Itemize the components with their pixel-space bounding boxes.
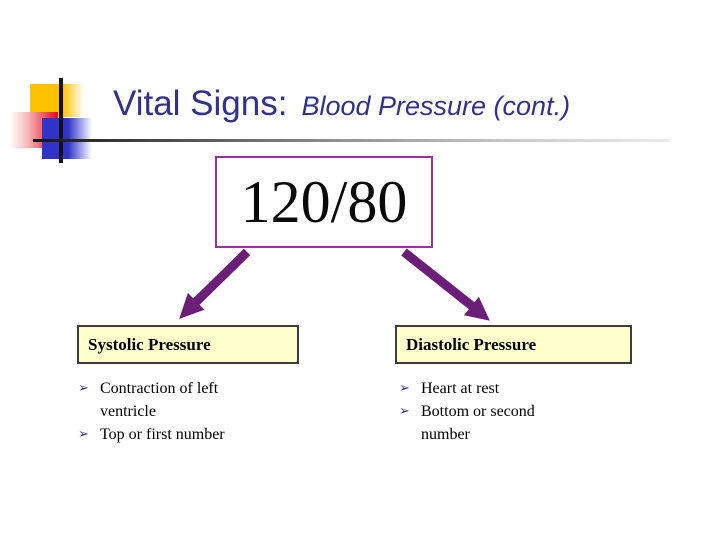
arrow-bullet-icon: ➢ xyxy=(399,381,410,396)
logo-yellow-square xyxy=(30,84,84,117)
arrow-bullet-icon: ➢ xyxy=(78,427,89,442)
systolic-header-label: Systolic Pressure xyxy=(88,334,211,354)
list-item: ➢ Top or first number xyxy=(78,423,263,446)
bullet-text: Contraction of left ventricle xyxy=(100,380,219,420)
bullet-text: Top or first number xyxy=(100,426,225,443)
diastolic-bullet-list: ➢ Heart at rest ➢ Bottom or second numbe… xyxy=(399,377,584,446)
arrow-down-left-icon xyxy=(179,248,251,319)
bp-reading-box: 120/80 xyxy=(215,156,433,248)
arrow-bullet-icon: ➢ xyxy=(399,404,410,419)
list-item: ➢ Heart at rest xyxy=(399,377,584,400)
systolic-bullet-list: ➢ Contraction of left ventricle ➢ Top or… xyxy=(78,377,263,446)
bullet-text: Bottom or second number xyxy=(421,403,535,443)
list-item: ➢ Bottom or second number xyxy=(399,400,584,446)
logo-vertical-line xyxy=(59,78,63,163)
systolic-header-box: Systolic Pressure xyxy=(77,325,299,364)
diastolic-header-label: Diastolic Pressure xyxy=(406,334,537,354)
logo-blue-square xyxy=(42,118,92,159)
bullet-text: Heart at rest xyxy=(421,380,500,397)
title-row: Vital Signs: Blood Pressure (cont.) xyxy=(113,84,703,124)
list-item: ➢ Contraction of left ventricle xyxy=(78,377,263,423)
diastolic-header-box: Diastolic Pressure xyxy=(395,325,632,364)
page-title: Vital Signs: xyxy=(113,84,288,123)
arrow-down-right-icon xyxy=(401,248,490,321)
title-divider-line xyxy=(33,139,670,142)
arrow-bullet-icon: ➢ xyxy=(78,381,89,396)
bp-reading-value: 120/80 xyxy=(240,169,408,235)
page-subtitle: Blood Pressure (cont.) xyxy=(301,91,571,121)
